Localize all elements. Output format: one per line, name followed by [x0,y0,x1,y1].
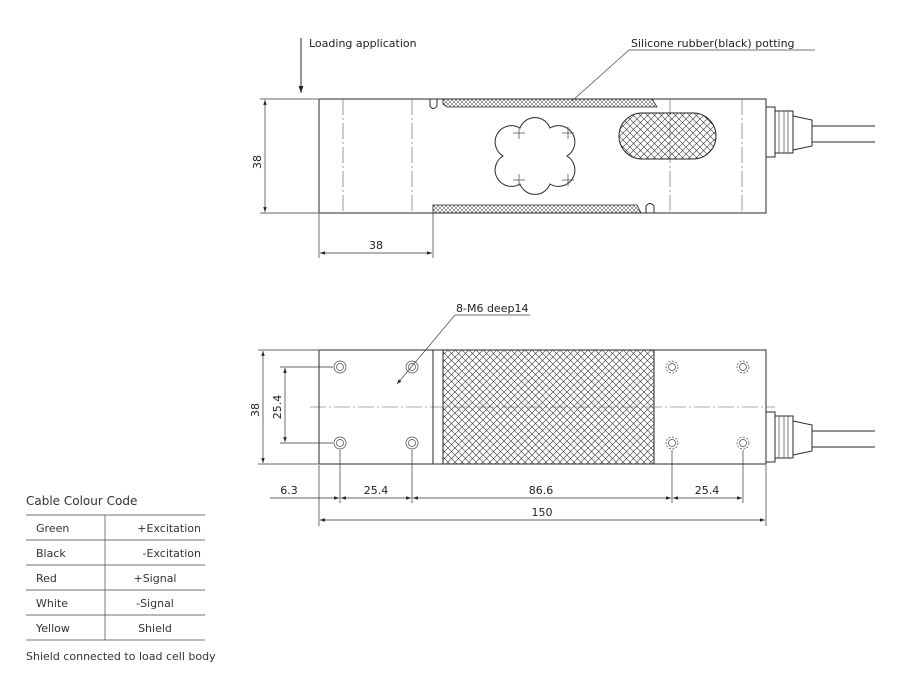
side-width-dim: 38 [369,239,383,252]
total-dim: 150 [532,506,553,519]
cable-color: Black [36,547,66,560]
loading-label: Loading application [309,37,417,50]
mid-dim: 86.6 [529,484,554,497]
hole-spacing-dim: 25.4 [271,395,284,420]
cable-table-title: Cable Colour Code [26,494,137,508]
cable-signal: +Excitation [137,522,201,535]
side-height-dim: 38 [251,155,264,169]
cable-signal: +Signal [133,572,176,585]
cable-color: Yellow [35,622,70,635]
cable-color: White [36,597,68,610]
potting-bottom [432,204,642,214]
strain-hole [494,117,576,195]
cable-color: Red [36,572,57,585]
bottom-height-dim: 38 [249,403,262,417]
cable-color: Green [36,522,69,535]
potted-oval [618,112,717,160]
cable-signal: Shield [138,622,172,635]
cable-colour-table: Cable Colour Code Green +Excitation Blac… [26,494,216,663]
shield-note: Shield connected to load cell body [26,650,216,663]
threads-label: 8-M6 deep14 [456,302,528,315]
side-view: Loading application Silicone rubber(blac… [251,37,875,258]
potting-label: Silicone rubber(black) potting [631,37,795,50]
threaded-holes [333,360,750,450]
potting-top [442,98,658,108]
holes-dim: 25.4 [364,484,389,497]
bottom-view: 8-M6 deep14 38 25.4 6.3 25.4 86.6 [249,302,875,526]
cable-signal: -Signal [136,597,174,610]
edge-dim: 6.3 [280,484,298,497]
right-dim: 25.4 [695,484,720,497]
cable-signal: -Excitation [143,547,201,560]
